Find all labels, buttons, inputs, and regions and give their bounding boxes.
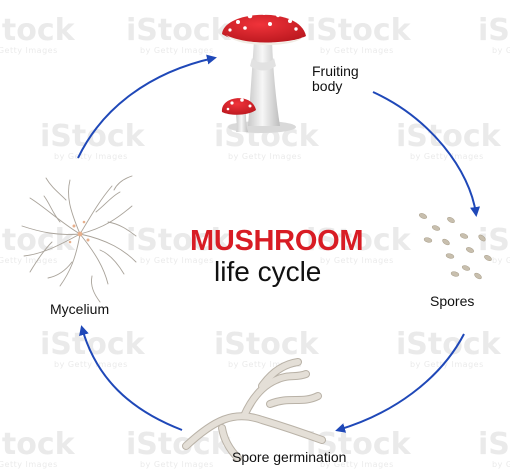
fruiting-body-illustration	[222, 11, 306, 133]
arrow-germination-to-mycelium	[82, 328, 182, 430]
label-spores: Spores	[430, 294, 474, 309]
arrow-spores-to-germination	[338, 334, 464, 430]
label-fruiting-body: Fruiting body	[312, 64, 359, 94]
arrow-fruiting-to-spores	[373, 92, 476, 214]
diagram-subtitle: life cycle	[214, 257, 321, 287]
arrow-mycelium-to-fruiting	[78, 58, 214, 158]
label-spore-germination: Spore germination	[232, 450, 346, 465]
label-mycelium: Mycelium	[50, 302, 109, 317]
mycelium-illustration	[22, 176, 136, 302]
spores-illustration	[418, 212, 492, 280]
diagram-title: MUSHROOM	[190, 226, 363, 256]
spore-germination-illustration	[186, 362, 322, 458]
